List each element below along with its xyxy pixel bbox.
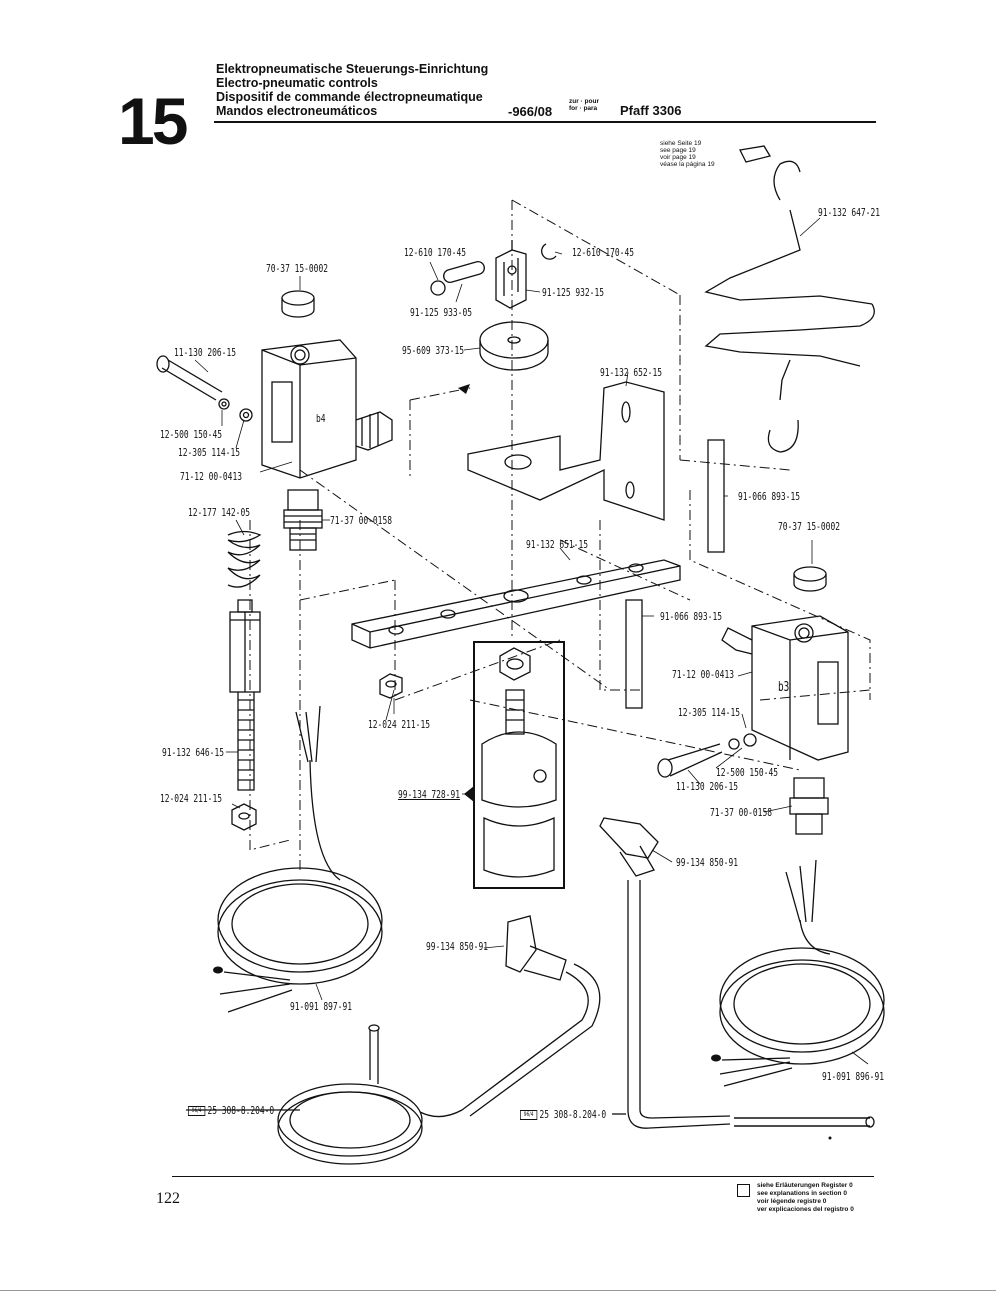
part-number: 12-024 211-15 (368, 718, 430, 731)
model-code: -966/08 (508, 104, 553, 119)
see-page-es: véase la página 19 (660, 161, 715, 168)
chain-drawing (704, 145, 875, 453)
part-number: 12-305 114-15 (178, 446, 240, 459)
clevis-drawing (430, 240, 557, 309)
legend-fr: voir légende registre 0 (757, 1198, 827, 1205)
scan-edge (0, 1290, 996, 1291)
see-page-en: see page 19 (660, 147, 696, 154)
for-label-2: for · para (569, 105, 598, 112)
part-number: 12-610 170-45 (404, 246, 466, 259)
part-number: 99-134 728-91 (398, 788, 460, 801)
label-b4: b4 (316, 412, 326, 425)
legend-box-icon (737, 1184, 750, 1197)
part-number: 71-37 00-0158 (330, 514, 392, 527)
part-number: 12-305 114-15 (678, 706, 740, 719)
silencer-drawing (481, 647, 557, 878)
part-number: 11-130 206-15 (174, 346, 236, 359)
cable-coil-right-drawing (719, 859, 885, 1087)
part-number: 91-091 896-91 (822, 1070, 884, 1083)
title-french: Dispositif de commande électropneumatiqu… (216, 90, 483, 104)
title-german: Elektropneumatische Steuerungs-Einrichtu… (216, 62, 489, 76)
see-page-note: siehe Seite 19 see page 19 voir page 19 … (660, 140, 715, 168)
footer-rule (172, 1176, 874, 1178)
part-number: 91-066 893-15 (660, 610, 722, 623)
bracket-drawing (467, 381, 665, 521)
part-number: 91-066 893-15 (738, 490, 800, 503)
section-number: 15 (118, 84, 188, 158)
see-page-fr: voir page 19 (660, 154, 696, 161)
part-number: 91-132 647-21 (818, 206, 880, 219)
valve-b3-drawing (721, 566, 849, 835)
screw-right-drawing (657, 733, 757, 778)
part-number: 12-500 150-45 (716, 766, 778, 779)
screw-left-drawing (156, 355, 253, 422)
part-number: 91-132 652-15 (600, 366, 662, 379)
elbow-fitting-center-drawing (419, 915, 601, 1118)
plate-long-drawing (351, 559, 681, 649)
tube-coil-left-drawing (186, 1024, 423, 1165)
part-number: 71-12 00-0413 (672, 668, 734, 681)
part-number: 12-177 142-05 (188, 506, 250, 519)
part-number: 99-134 850-91 (426, 940, 488, 953)
part-number: 71-12 00-0413 (180, 470, 242, 483)
for-label-1: zur · pour (569, 98, 599, 105)
title-english: Electro-pneumatic controls (216, 76, 378, 90)
silencer-box (473, 641, 565, 889)
part-number: 91-132 651-15 (526, 538, 588, 551)
part-number: 91-132 646-15 (162, 746, 224, 759)
part-number-text: 25 308-8.204-0 (539, 1108, 607, 1121)
legend-de: siehe Erläuterungen Register 0 (757, 1182, 853, 1189)
part-number: 91-125 933-05 (410, 306, 472, 319)
part-number: 70-37 15-0002 (266, 262, 328, 275)
header-rule (214, 121, 876, 123)
label-b3: b3 (778, 680, 790, 695)
page-number: 122 (156, 1190, 180, 1207)
part-number: 12-500 150-45 (160, 428, 222, 441)
part-number-text: 25 308-8.204-0 (207, 1104, 275, 1117)
legend-en: see explanations in section 0 (757, 1190, 847, 1197)
part-number: 95-609 373-15 (402, 344, 464, 357)
part-number: 91-125 932-15 (542, 286, 604, 299)
machine-model: Pfaff 3306 (620, 103, 682, 118)
elbow-fitting-right-drawing (599, 817, 731, 1129)
see-page-de: siehe Seite 19 (660, 140, 702, 147)
cable-coil-left-drawing (217, 705, 383, 1013)
valve-b4-drawing (261, 290, 393, 479)
spring-standoff-drawing (227, 530, 262, 831)
rubber-disc-drawing (479, 321, 549, 371)
section-titles: Elektropneumatische Steuerungs-Einrichtu… (216, 62, 488, 118)
reference-tag: 96/4 (188, 1106, 206, 1116)
part-number: 91-091 897-91 (290, 1000, 352, 1013)
part-number: 70-37 15-0002 (778, 520, 840, 533)
part-number: 12-610 170-45 (572, 246, 634, 259)
reference-tag: 96/4 (520, 1110, 538, 1120)
part-number: 99-134 850-91 (676, 856, 738, 869)
part-number: 71-37 00-0158 (710, 806, 772, 819)
title-spanish: Mandos electroneumáticos (216, 104, 378, 118)
for-labels: zur · pour for · para (569, 98, 599, 112)
silencer-pointer-arrow (464, 786, 474, 802)
cable-gland-left-drawing (283, 489, 323, 551)
legend-es: ver explicaciones del registro 0 (757, 1206, 854, 1213)
part-number: 11-130 206-15 (676, 780, 738, 793)
legend-note: siehe Erläuterungen Register 0 see expla… (757, 1182, 854, 1214)
part-number: 12-024 211-15 (160, 792, 222, 805)
